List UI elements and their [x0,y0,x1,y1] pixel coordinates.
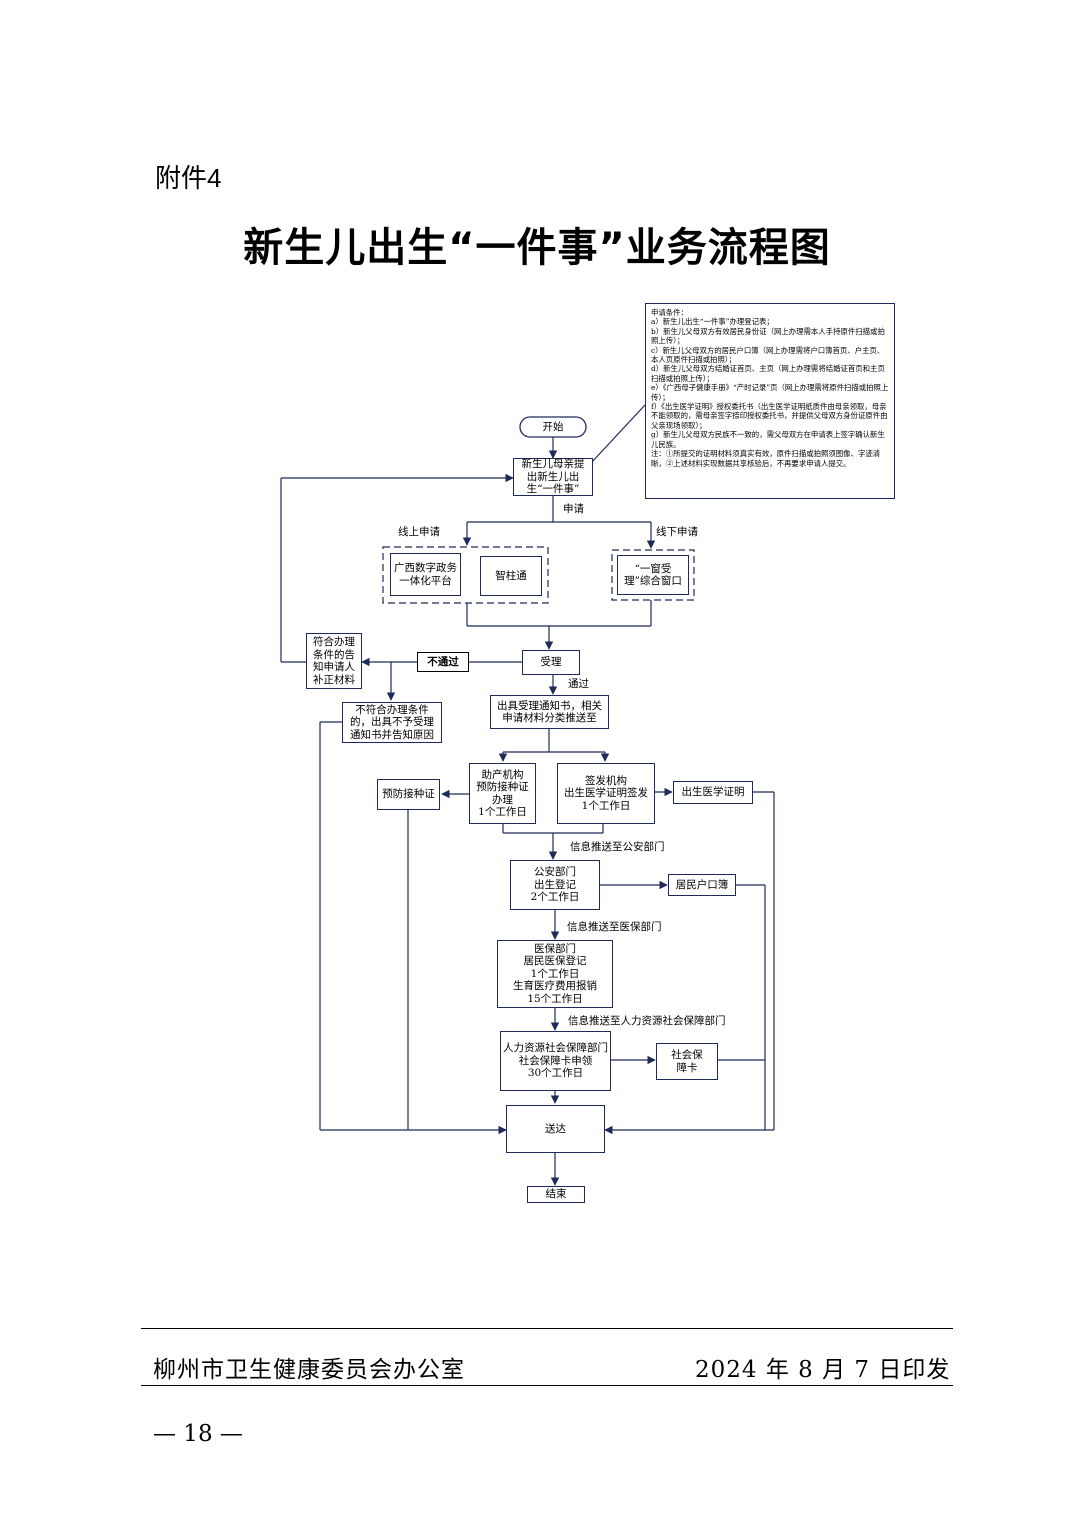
footer-top-rule [141,1328,953,1329]
annex-label: 附件4 [155,163,222,193]
apply-edge-label: 申请 [563,503,584,515]
not-meet-node: 不符合办理条件 的，出具不予受理 通知书并告知原因 [342,702,442,743]
condition-line: d）新生儿父母双方结婚证首页、主页（网上办理需将结婚证首页和主页扫描或拍照上传）… [651,364,885,383]
issuer-node: 签发机构 出生医学证明签发 1个工作日 [557,763,655,824]
midwife-node: 助产机构 预防接种证 办理 1个工作日 [469,763,536,824]
gx-platform-node: 广西数字政务 一体化平台 [390,553,461,596]
hr-node: 人力资源社会保障部门 社会保障卡申领 30个工作日 [500,1031,611,1091]
footer-date: 2024 年 8 月 7 日印发 [695,1357,951,1383]
accept-node: 受理 [522,650,580,675]
application-conditions-box: 申请条件： a）新生儿出生“一件事”办理登记表； b）新生儿父母双方有效居民身份… [645,303,895,499]
condition-note: 注：①所提交的证明材料须真实有效，原件扫描或拍照须图像、字迹清晰，②上述材料实现… [651,449,881,468]
offline-label: 线下申请 [656,526,698,538]
condition-line: g）新生儿父母双方民族不一致的，需父母双方在申请表上签字确认新生儿民族。 [651,430,885,449]
window-node: “一窗受 理”综合窗口 [617,555,689,595]
page-number: — 18 — [153,1421,243,1447]
zhiliutong-node: 智柱通 [480,556,542,596]
apply-node: 新生儿母亲提 出新生儿出 生“一件事” [513,458,593,496]
medical-node: 医保部门 居民医保登记 1个工作日 生育医疗费用报销 15个工作日 [497,940,613,1008]
vaccine-cert-node: 预防接种证 [377,779,440,810]
push-hr-label: 信息推送至人力资源社会保障部门 [568,1015,726,1027]
social-card-node: 社会保 障卡 [656,1043,718,1080]
hukou-node: 居民户口簿 [668,874,736,896]
start-node: 开始 [542,420,564,433]
push-medical-label: 信息推送至医保部门 [567,921,662,933]
push-police-label: 信息推送至公安部门 [570,841,665,853]
start-terminal-shape [519,416,587,438]
footer-bottom-rule [141,1385,953,1386]
condition-line: b）新生儿父母双方有效居民身份证（网上办理需本人手持原件扫描或拍照上传）； [651,326,885,346]
police-node: 公安部门 出生登记 2个工作日 [510,860,600,910]
notify-fix-node: 符合办理 条件的告 知申请人 补正材料 [306,633,362,689]
condition-line: c）新生儿父母双方的居民户口簿（网上办理需将户口簿首页、户主页、本人页原件扫描或… [651,345,885,365]
reject-node: 不通过 [417,652,469,672]
condition-line: a）新生儿出生“一件事”办理登记表； [651,317,774,327]
end-node: 结束 [527,1186,585,1203]
birth-cert-node: 出生医学证明 [673,781,753,804]
condition-line: f）《出生医学证明》授权委托书（出生医学证明纸质件由母亲领取，母亲不能领取的，需… [651,402,888,430]
deliver-node: 送达 [506,1105,605,1153]
page-title: 新生儿出生“一件事”业务流程图 [243,225,831,271]
pass-label: 通过 [568,678,589,690]
footer-issuer: 柳州市卫生健康委员会办公室 [153,1357,465,1383]
condition-line: e）《广西母子健康手册》“产时记录”页（网上办理需将原件扫描或拍照上传）； [651,383,889,402]
accept-notice-node: 出具受理通知书，相关 申请材料分类推送至 [490,695,609,729]
online-label: 线上申请 [398,526,440,538]
condition-line: 申请条件： [651,308,688,317]
